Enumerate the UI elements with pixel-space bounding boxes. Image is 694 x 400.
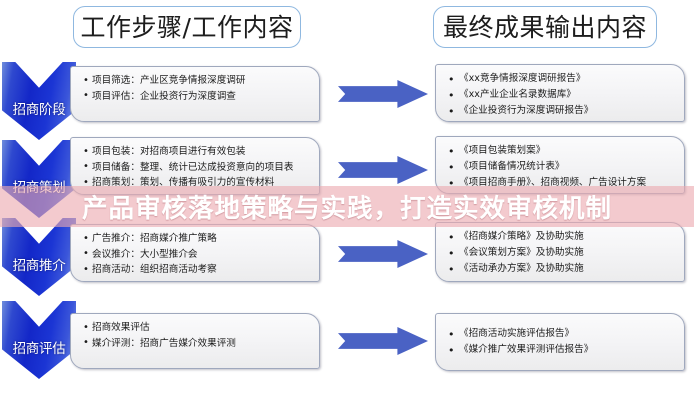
flow-arrow-4: [338, 327, 428, 355]
list-item: 会议推介：大小型推介会: [83, 246, 309, 263]
list-item: 《会议策划方案》及协助实施: [448, 245, 674, 264]
list-item: 项目评估：企业投资行为深度调查: [83, 88, 309, 105]
list-item: 《企业投资行为深度调研报告》: [448, 103, 674, 122]
list-item: 招商效果评估: [83, 320, 309, 336]
outputs-card-4: 《招商活动实施评估报告》 《媒介推广效果评测评估报告》: [435, 313, 685, 371]
steps-card-3: 广告推介：招商媒介推广策略 会议推介：大小型推介会 招商活动：组织招商活动考察: [70, 224, 320, 282]
steps-list-3: 广告推介：招商媒介推广策略 会议推介：大小型推介会 招商活动：组织招商活动考察: [71, 225, 319, 284]
column-header-steps: 工作步骤/工作内容: [73, 6, 301, 48]
column-header-outputs-label: 最终成果输出内容: [442, 12, 647, 42]
outputs-list-4: 《招商活动实施评估报告》 《媒介推广效果评测评估报告》: [436, 314, 684, 364]
outputs-card-3: 《招商媒介策略》及协助实施 《会议策划方案》及协助实施 《活动承办方案》及协助实…: [435, 222, 685, 282]
stage-chevron-3[interactable]: 招商推介: [2, 218, 76, 296]
list-item: 招商活动：组织招商活动考察: [83, 262, 309, 278]
list-item: 《媒介推广效果评测评估报告》: [448, 342, 674, 361]
steps-card-2: 项目包装：对招商项目进行有效包装 项目储备：整理、统计已达成投资意向的项目表 招…: [70, 137, 320, 195]
outputs-card-1: 《xx竞争情报深度调研报告》 《xx产业企业名录数据库》 《企业投资行为深度调研…: [435, 64, 685, 122]
steps-list-1: 项目筛选：产业区竞争情报深度调研 项目评估：企业投资行为深度调查: [71, 67, 319, 110]
overlay-banner: [0, 186, 694, 227]
stage-chevron-1[interactable]: 招商阶段: [2, 62, 76, 140]
outputs-list-1: 《xx竞争情报深度调研报告》 《xx产业企业名录数据库》 《企业投资行为深度调研…: [436, 65, 684, 125]
column-header-steps-label: 工作步骤/工作内容: [80, 12, 294, 42]
list-item: 《招商活动实施评估报告》: [448, 325, 674, 344]
outputs-card-2: 《项目包装策划案》 《项目储备情况统计表》 《项目招商手册》、招商视频、广告设计…: [435, 136, 685, 194]
steps-list-2: 项目包装：对招商项目进行有效包装 项目储备：整理、统计已达成投资意向的项目表 招…: [71, 138, 319, 197]
stage-chevron-3-label: 招商推介: [12, 258, 66, 274]
list-item: 《招商媒介策略》及协助实施: [448, 228, 674, 247]
list-item: 《项目包装策划案》: [448, 142, 674, 161]
flow-arrow-3: [338, 240, 428, 268]
steps-card-1: 项目筛选：产业区竞争情报深度调研 项目评估：企业投资行为深度调查: [70, 66, 320, 122]
list-item: 项目储备：整理、统计已达成投资意向的项目表: [83, 159, 309, 176]
column-header-outputs: 最终成果输出内容: [433, 6, 657, 48]
list-item: 项目筛选：产业区竞争情报深度调研: [83, 73, 309, 89]
stage-chevron-4-label: 招商评估: [12, 341, 66, 357]
outputs-list-2: 《项目包装策划案》 《项目储备情况统计表》 《项目招商手册》、招商视频、广告设计…: [436, 137, 684, 197]
list-item: 招商策划：策划、传播有吸引力的宣传材料: [83, 175, 309, 191]
stage-chevron-4[interactable]: 招商评估: [2, 301, 76, 379]
list-item: 《项目招商手册》、招商视频、广告设计方案: [448, 175, 674, 194]
steps-list-4: 招商效果评估 媒介评测：招商广告媒介效果评测: [71, 314, 319, 357]
steps-card-4: 招商效果评估 媒介评测：招商广告媒介效果评测: [70, 313, 320, 369]
list-item: 《xx产业企业名录数据库》: [448, 87, 674, 106]
list-item: 项目包装：对招商项目进行有效包装: [83, 144, 309, 160]
flow-arrow-1: [338, 80, 428, 108]
list-item: 媒介评测：招商广告媒介效果评测: [83, 335, 309, 352]
flow-arrow-2: [338, 156, 428, 184]
list-item: 《项目储备情况统计表》: [448, 159, 674, 178]
outputs-list-3: 《招商媒介策略》及协助实施 《会议策划方案》及协助实施 《活动承办方案》及协助实…: [436, 223, 684, 283]
list-item: 广告推介：招商媒介推广策略: [83, 231, 309, 247]
list-item: 《活动承办方案》及协助实施: [448, 261, 674, 280]
list-item: 《xx竞争情报深度调研报告》: [448, 70, 674, 89]
stage-chevron-1-label: 招商阶段: [12, 102, 66, 118]
